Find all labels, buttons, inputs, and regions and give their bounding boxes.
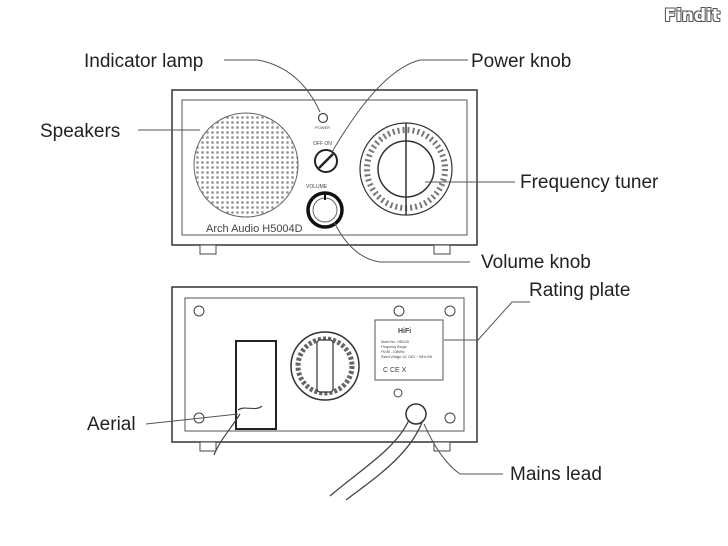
speaker-port-bar [316, 339, 334, 393]
aerial-wire [213, 405, 263, 456]
label-volume-knob: Volume knob [481, 252, 591, 273]
power-caption: POWER [315, 125, 330, 130]
leader-lines [138, 59, 530, 475]
rating-plate-marks: C CE X [383, 367, 407, 374]
mains-lead [329, 419, 424, 501]
label-power-knob: Power knob [471, 51, 571, 72]
front-foot-left [199, 244, 217, 255]
screw [444, 412, 456, 424]
volume-caption: VOLUME [306, 184, 328, 190]
speaker-port-ring [295, 336, 355, 396]
leader-indicator-lamp [224, 59, 321, 113]
label-mains-lead: Mains lead [510, 464, 602, 485]
label-speakers: Speakers [40, 121, 120, 142]
leader-mains-lead [423, 423, 503, 475]
leader-power-knob [331, 59, 468, 153]
screw [193, 305, 205, 317]
rear-view: HiFi Model No.: H5004D Frequency Range: … [171, 286, 478, 501]
label-rating-plate: Rating plate [529, 280, 630, 301]
rear-foot-right [433, 441, 451, 452]
label-frequency-tuner: Frequency tuner [520, 172, 659, 193]
screw [393, 388, 403, 398]
speaker-grille [193, 112, 299, 218]
leader-volume-knob [333, 221, 470, 263]
rating-plate-line: FM 88 - 108MHz [381, 350, 405, 354]
volume-knob-inner [312, 197, 338, 223]
findit-watermark-logo: Findit [664, 6, 720, 26]
switch-caption: OFF ON [313, 141, 332, 147]
label-aerial: Aerial [87, 414, 136, 435]
front-view: Arch Audio H5004D POWER OFF ON VOLUME [171, 89, 478, 255]
power-knob-pointer [318, 153, 334, 169]
rating-plate-line: Model No.: H5004D [381, 340, 410, 344]
screw [393, 305, 405, 317]
rear-foot-left [199, 441, 217, 452]
rating-plate [374, 319, 444, 381]
aerial-compartment [235, 340, 277, 430]
mains-lead-grommet [405, 403, 427, 425]
rating-plate-line: Rated Voltage: AC 230V ~ 50Hz 5W [381, 355, 432, 359]
front-foot-right [433, 244, 451, 255]
leader-aerial [145, 413, 239, 425]
rating-plate-logo: HiFi [398, 328, 411, 335]
leader-rating-plate [444, 301, 530, 341]
screw [444, 305, 456, 317]
brand-text: Arch Audio H5004D [206, 223, 303, 235]
rating-plate-line: Frequency Range: [381, 345, 407, 349]
label-indicator-lamp: Indicator lamp [84, 51, 203, 72]
indicator-lamp [317, 112, 329, 124]
